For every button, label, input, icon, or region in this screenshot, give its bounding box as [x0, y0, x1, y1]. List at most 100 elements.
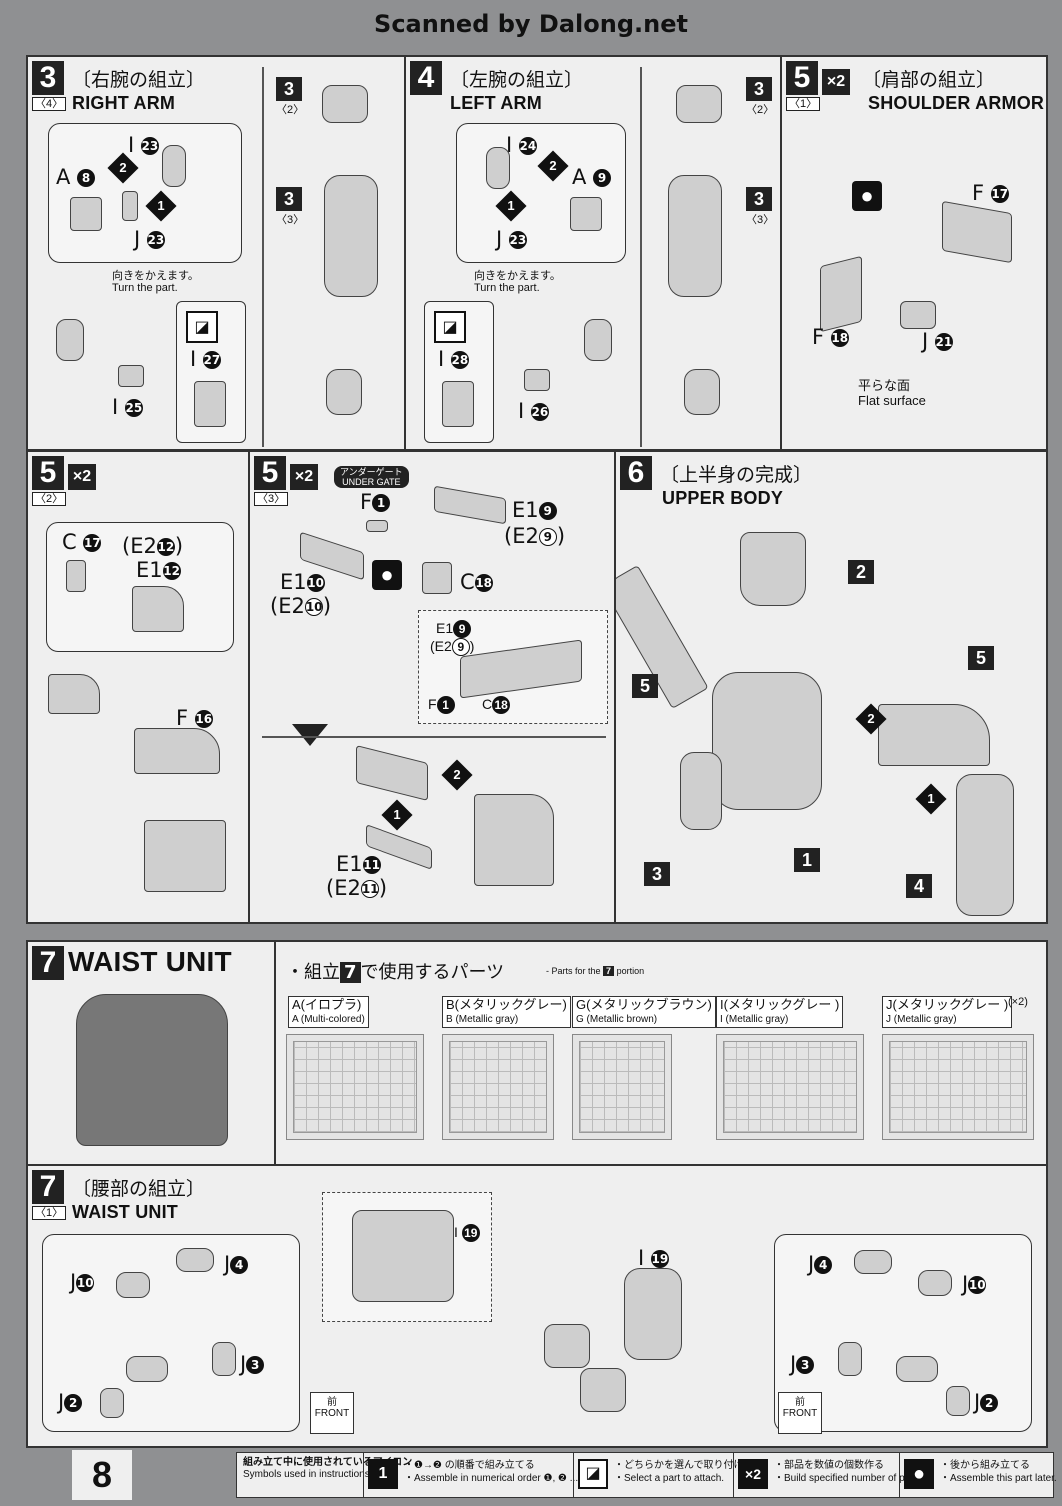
step3-forearm: [56, 319, 84, 361]
step5-3-order-1: 1: [381, 799, 413, 831]
runner-g-label: G(メタリックブラウン)G (Metallic brown): [572, 996, 716, 1028]
step5-2-part-f16: [134, 728, 220, 774]
step7-1-left-inset: [42, 1234, 300, 1432]
step3-part-i23: [162, 145, 186, 187]
step6-part-5-right: 5: [968, 646, 994, 670]
runner-j-label: J(メタリックグレー )J (Metallic gray): [882, 996, 1013, 1028]
legend-item-select: ◪ ・どちらかを選んで取り付ける・Select a part to attach…: [573, 1453, 754, 1497]
step5-2-substep: 〈2〉: [32, 492, 67, 506]
step7-1-center-bottom-joint: [580, 1368, 626, 1412]
step7-1-part-j2-left: [100, 1388, 124, 1418]
step6-order-1: 1: [915, 783, 947, 815]
step7-1-label-j10-left: J10: [70, 1270, 95, 1294]
runner-g: [572, 1034, 672, 1140]
step6-order-2: 2: [855, 703, 887, 735]
step7-header-panel: 7 WAIST UNIT: [26, 940, 276, 1166]
step7-1-part-j10-right: [918, 1270, 952, 1296]
step7-header-number: 7: [32, 946, 64, 980]
step3-hand: [118, 365, 144, 387]
step6-left-shoulder: [616, 565, 709, 709]
step4-label-i24: I 24: [506, 133, 537, 157]
step3-shoulder-joint: [322, 85, 368, 123]
step6-title-en: UPPER BODY: [662, 488, 784, 508]
step3-number: 3: [32, 61, 64, 95]
step4-ref-mid: 3: [746, 187, 772, 211]
step5-3-number: 5: [254, 456, 286, 490]
step6-torso: [712, 672, 822, 810]
step6-part-5-left: 5: [632, 674, 658, 698]
scan-credit: Scanned by Dalong.net: [374, 10, 688, 38]
step4-order-2: 2: [537, 150, 569, 182]
page-number: 8: [72, 1450, 132, 1500]
step5-1-part-f18: [820, 255, 862, 333]
step5-1-label-f18: F 18: [812, 325, 849, 349]
step7-1-center-left-joint: [544, 1324, 590, 1368]
step3-title-en: RIGHT ARM: [72, 93, 176, 113]
step4-title-jp: 〔左腕の組立〕: [450, 69, 584, 91]
step4-forearm: [584, 319, 612, 361]
step3-turn-en: Turn the part.: [112, 282, 178, 294]
select-part-icon: ◪: [578, 1459, 608, 1489]
step4-title-en: LEFT ARM: [450, 93, 542, 113]
multiply-icon: ×2: [738, 1459, 768, 1489]
step4-shoulder-joint: [676, 85, 722, 123]
step6-part-2: 2: [848, 560, 874, 584]
step5-1-title-en: SHOULDER ARMOR: [868, 93, 1045, 113]
step6-head: [740, 532, 806, 606]
step6-number: 6: [620, 456, 652, 490]
step5-1-flat-en: Flat surface: [858, 393, 926, 408]
step6-part-4: 4: [906, 874, 932, 898]
legend-item-order: 1 ・❶→❷ の順番で組み立てる・Assemble in numerical o…: [363, 1453, 578, 1497]
step7-1-part-j2-right: [946, 1386, 970, 1416]
step4-ref-top-sub: 〈2〉: [746, 104, 775, 116]
runner-i-label: I(メタリックグレー )I (Metallic gray): [716, 996, 844, 1028]
step3-order-2: 2: [107, 152, 139, 184]
step5-2-part-c17: [66, 560, 86, 592]
step5-3-separator: [262, 736, 606, 738]
step3-title-jp: 〔右腕の組立〕: [72, 69, 206, 91]
runner-b-label: B(メタリックグレー)B (Metallic gray): [442, 996, 571, 1028]
step4-order-1: 1: [495, 190, 527, 222]
step4-label-i28: I 28: [438, 347, 469, 371]
step4-label-j23: J 23: [496, 227, 527, 251]
step4-divider: [640, 67, 642, 447]
step5-2-label-e112: E112: [136, 558, 181, 582]
step5-3-part-f1: [366, 520, 388, 532]
step5-3-result-top: [356, 745, 428, 801]
step5-3-label-e210: (E210): [270, 594, 332, 618]
step4-arm-assembly: [684, 369, 720, 415]
legend-item-multiply: ×2 ・部品を数値の個数作る・Build specified number of…: [733, 1453, 924, 1497]
step5-3-substep: 〈3〉: [254, 492, 289, 506]
step4-inset: [456, 123, 626, 263]
step5-1-title-jp: 〔肩部の組立〕: [862, 69, 996, 91]
step3-part-j23: [122, 191, 138, 221]
step7-1-part-j3-left: [212, 1342, 236, 1376]
step5-3-part-c18: [422, 562, 452, 594]
assemble-later-icon: ●: [904, 1459, 934, 1489]
step5-1-number: 5: [786, 61, 818, 95]
step4-part-i24: [486, 147, 510, 189]
step4-turn-en: Turn the part.: [474, 282, 540, 294]
step7-1-title-jp: 〔腰部の組立〕: [72, 1178, 206, 1200]
assemble-later-icon: ●: [372, 560, 402, 590]
step5-1-panel: 5 ×2 〈1〉 〔肩部の組立〕 SHOULDER ARMOR ● F 17 F…: [780, 55, 1048, 451]
runner-b: [442, 1034, 554, 1140]
step5-2-multiplier: ×2: [68, 464, 96, 490]
step7-1-detail-i19: I 19: [454, 1224, 480, 1243]
step4-turn-jp: 向きをかえます。: [474, 270, 561, 282]
step4-part-a9: [570, 197, 602, 231]
step5-1-label-j21: J 21: [922, 329, 953, 353]
step5-1-part-f17: [942, 200, 1012, 264]
step7-1-substep: 〈1〉: [32, 1206, 67, 1220]
step5-2-label-c17: C 17: [62, 530, 102, 554]
step3-ref-mid: 3: [276, 187, 302, 211]
select-part-icon: ◪: [186, 311, 218, 343]
